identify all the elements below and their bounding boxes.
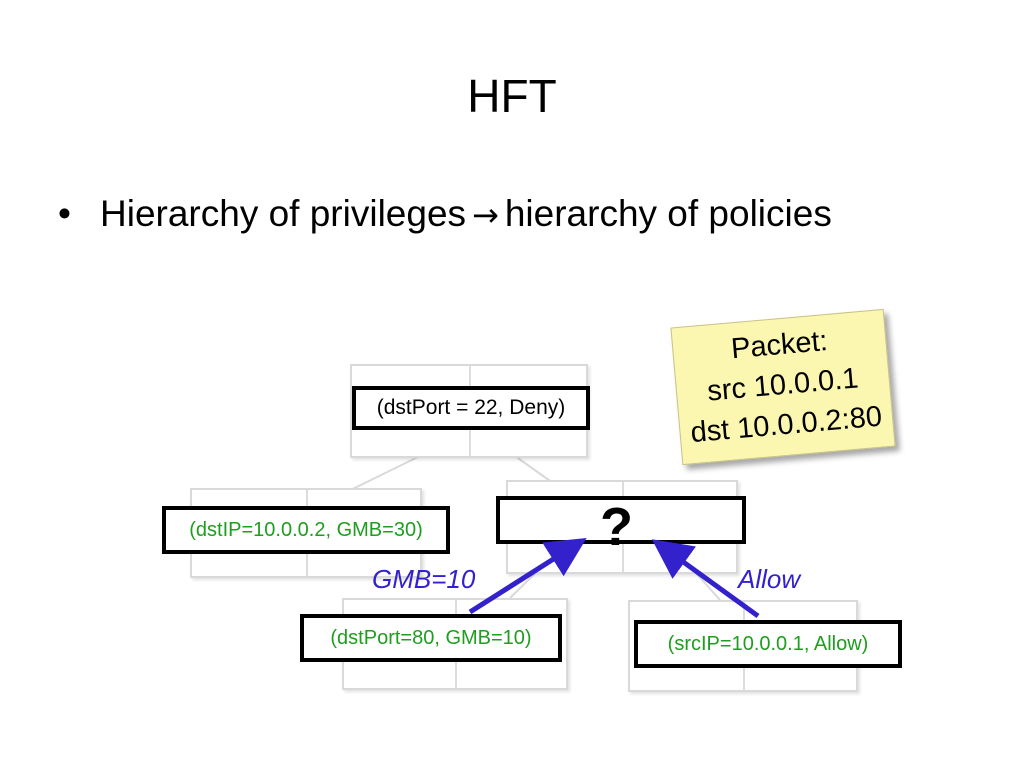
bottom-right-rule: (srcIP=10.0.0.1, Allow) [634, 620, 902, 668]
packet-sticky-note: Packet: src 10.0.0.1 dst 10.0.0.2:80 [670, 308, 896, 466]
bullet-text-after: hierarchy of policies [504, 193, 832, 234]
edge-label-gmb: GMB=10 [372, 564, 476, 594]
bullet-item: • Hierarchy of privileges→hierarchy of po… [58, 190, 832, 239]
right-arrow-icon: → [472, 196, 499, 234]
bottom-left-rule: (dstPort=80, GMB=10) [300, 614, 562, 662]
bullet-text-before: Hierarchy of privileges [100, 193, 467, 234]
result-node [496, 496, 746, 544]
slide-title: HFT [467, 70, 557, 122]
result-question-mark: ? [600, 497, 633, 557]
edge-label-allow: Allow [738, 564, 801, 594]
left-rule: (dstIP=10.0.0.2, GMB=30) [162, 506, 450, 554]
bullet-dot: • [58, 193, 71, 234]
root-rule: (dstPort = 22, Deny) [352, 386, 590, 430]
